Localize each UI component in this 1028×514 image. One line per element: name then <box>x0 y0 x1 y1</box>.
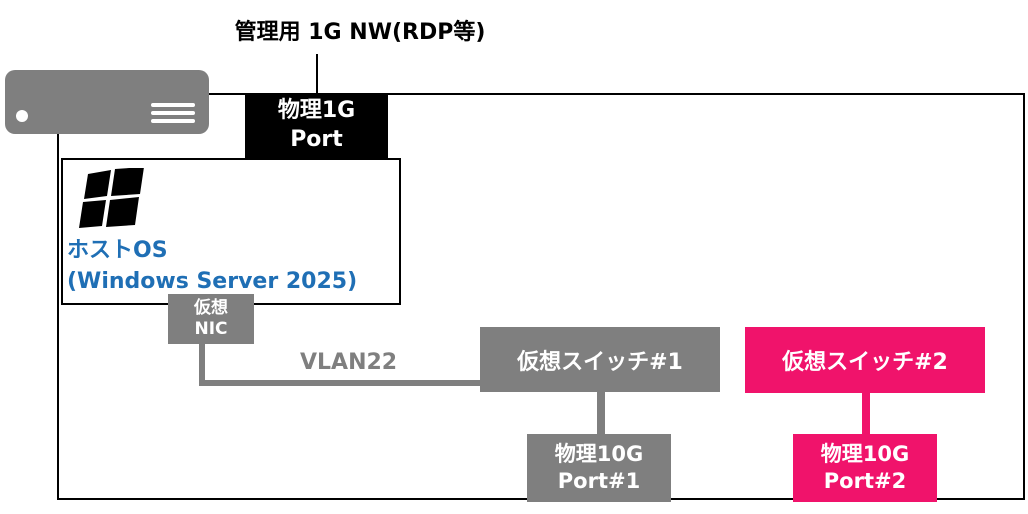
management-network-connector <box>316 54 318 94</box>
virtual-switch-2: 仮想スイッチ#2 <box>745 327 985 393</box>
host-os-title-line2: (Windows Server 2025) <box>67 268 358 294</box>
physical-10g-port-2-line2: Port#2 <box>823 469 907 493</box>
server-vent-line-icon <box>151 111 195 115</box>
host-os-box: ホストOS (Windows Server 2025) <box>61 158 401 305</box>
server-led-icon <box>16 110 28 122</box>
host-os-title-line1: ホストOS <box>67 238 168 263</box>
management-network-label: 管理用 1G NW(RDP等) <box>234 20 486 45</box>
virtual-nic: 仮想 NIC <box>168 294 254 344</box>
server-icon <box>5 70 209 134</box>
switch-1-to-port-1-connector <box>597 392 605 434</box>
physical-1g-port: 物理1G Port <box>245 93 388 158</box>
host-os-title: ホストOS (Windows Server 2025) <box>67 236 357 298</box>
virtual-nic-line2: NIC <box>194 319 228 339</box>
physical-10g-port-1-line1: 物理10G <box>554 441 644 466</box>
virtual-nic-line1: 仮想 <box>194 297 228 318</box>
server-vent-line-icon <box>151 103 195 107</box>
physical-10g-port-1: 物理10G Port#1 <box>527 434 671 502</box>
physical-10g-port-2: 物理10G Port#2 <box>793 434 937 502</box>
physical-1g-port-line2: Port <box>290 126 343 152</box>
windows-logo-icon <box>79 168 144 228</box>
physical-10g-port-1-line2: Port#1 <box>557 469 641 493</box>
switch-2-to-port-2-connector <box>862 393 870 434</box>
vlan-connector-horizontal <box>199 380 482 386</box>
physical-10g-port-2-line1: 物理10G <box>820 441 910 466</box>
physical-1g-port-line1: 物理1G <box>277 97 356 123</box>
vlan-connector-vertical <box>199 343 205 386</box>
server-vent-line-icon <box>151 119 195 123</box>
virtual-switch-1: 仮想スイッチ#1 <box>480 327 720 392</box>
vlan-label: VLAN22 <box>300 350 398 375</box>
